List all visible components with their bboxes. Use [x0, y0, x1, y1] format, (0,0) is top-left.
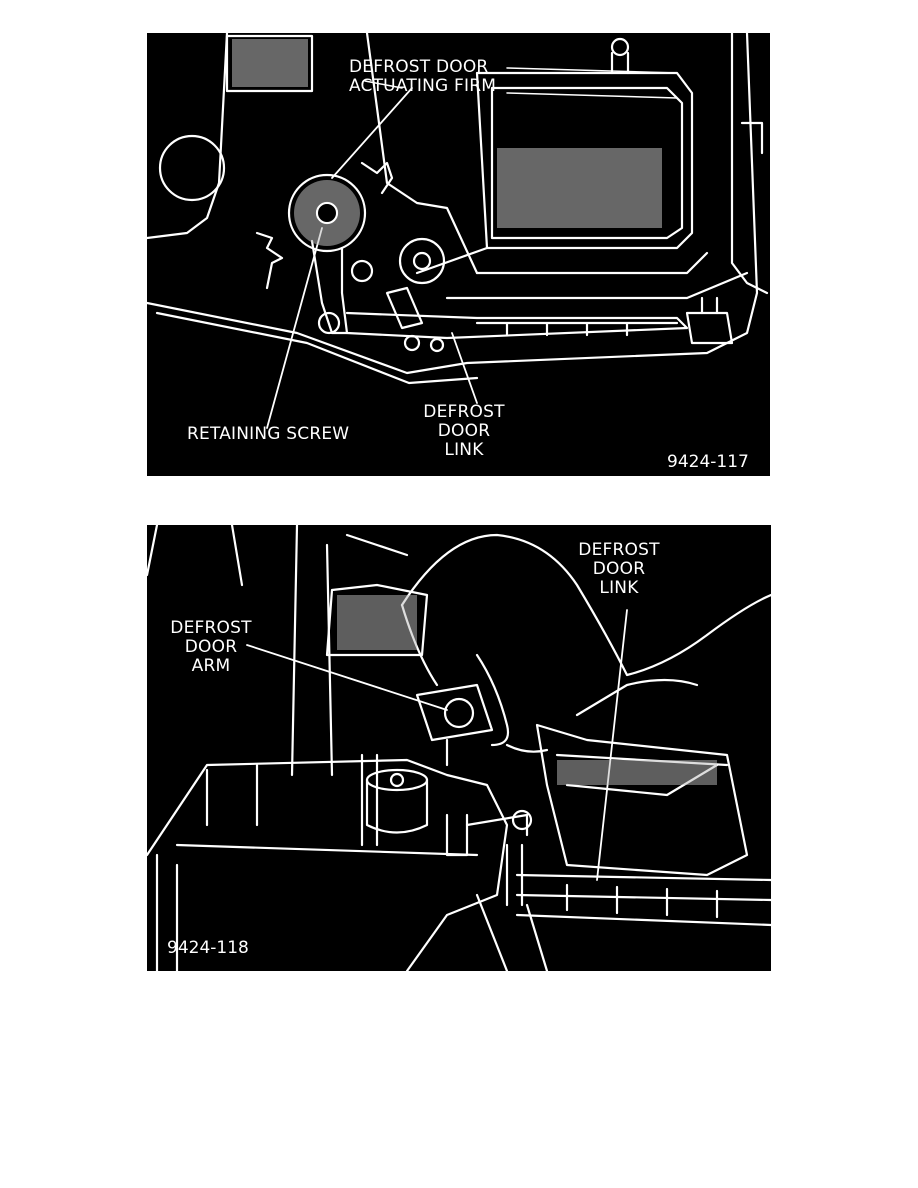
- label-line: ARM: [191, 656, 231, 676]
- label-defrost-door-actuating-arm: DEFROST DOOR ACTUATING FIRM: [349, 58, 496, 96]
- label-defrost-door-link: DEFROST DOOR LINK: [409, 403, 519, 460]
- label-retaining-screw: RETAINING SCREW: [187, 424, 350, 444]
- figure-defrost-door-arm-removal: DEFROST DOOR LINK DEFROST DOOR ARM 9424-…: [147, 525, 771, 971]
- figure-number: 9424-117: [667, 452, 749, 472]
- label-line: DOOR: [184, 637, 238, 657]
- label-line: LINK: [599, 578, 639, 598]
- illustration-heater-housing-top: [147, 33, 769, 429]
- figure-defrost-door-actuating-arm: DEFROST DOOR ACTUATING FIRM RETAINING SC…: [147, 33, 770, 476]
- illustration-hand-removing-arm: [147, 525, 771, 971]
- label-defrost-door-link: DEFROST DOOR LINK: [569, 541, 669, 598]
- label-line: ACTUATING FIRM: [349, 76, 497, 96]
- label-line: DOOR: [592, 559, 646, 579]
- label-line: LINK: [444, 440, 484, 460]
- label-line: DEFROST: [170, 618, 252, 638]
- label-line: DOOR: [437, 421, 491, 441]
- label-line: DEFROST DOOR: [349, 57, 489, 77]
- label-defrost-door-arm: DEFROST DOOR ARM: [161, 619, 261, 676]
- label-line: DEFROST: [423, 402, 505, 422]
- figure-number: 9424-118: [167, 938, 249, 958]
- label-line: DEFROST: [578, 540, 660, 560]
